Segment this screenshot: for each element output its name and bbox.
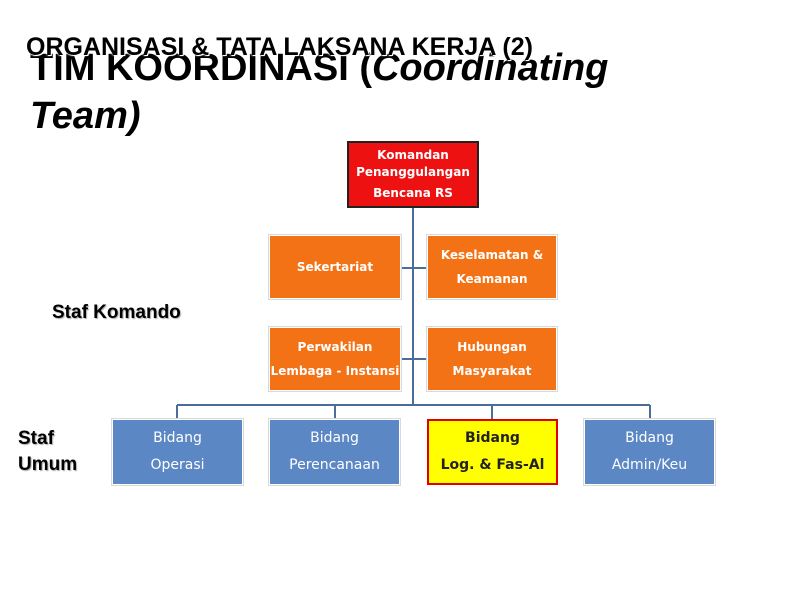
title-part-1: TIM KOORDINASI ( (30, 47, 372, 89)
node-text: Lembaga - Instansi (270, 364, 400, 378)
slide-supertitle: ORGANISASI & TATA LAKSANA KERJA (2) (26, 33, 533, 61)
node-text: Bidang (625, 430, 674, 446)
node-text: Bencana RS (373, 186, 453, 200)
node-bidang-perencanaan: Bidang Perencanaan (270, 420, 399, 484)
label-staf-komando: Staf Komando (52, 302, 181, 323)
node-text: Masyarakat (452, 364, 532, 378)
node-text: Bidang (153, 430, 202, 446)
node-text: Keselamatan & (440, 248, 544, 262)
node-text: Komandan (377, 148, 449, 162)
node-bidang-logistik: Bidang Log. & Fas-Al (427, 419, 558, 485)
node-komandan: Komandan Penanggulangan Bencana RS (347, 141, 479, 208)
title-part-english: Coordinating (371, 47, 609, 89)
node-text: Sekertariat (296, 260, 374, 274)
node-text: Bidang (310, 430, 359, 446)
node-text: Bidang (465, 430, 520, 446)
node-bidang-operasi: Bidang Operasi (113, 420, 242, 484)
node-perwakilan-lembaga: Perwakilan Lembaga - Instansi (270, 328, 400, 390)
node-text: Admin/Keu (611, 457, 688, 473)
slide-title: TIM KOORDINASI (Coordinating Team) (30, 44, 730, 140)
node-text: Keamanan (456, 272, 528, 286)
node-text: Perencanaan (289, 457, 380, 473)
node-sekertariat: Sekertariat (270, 236, 400, 298)
node-bidang-admin-keu: Bidang Admin/Keu (585, 420, 714, 484)
node-text: Hubungan (457, 340, 527, 354)
node-hubungan-masyarakat: Hubungan Masyarakat (428, 328, 556, 390)
node-text: Perwakilan (297, 340, 373, 354)
label-staf-umum-line2: Umum (18, 454, 78, 475)
node-text: Operasi (150, 457, 205, 473)
node-text: Penanggulangan (356, 165, 470, 179)
label-staf-umum-line1: Staf (18, 428, 54, 449)
node-keselamatan-keamanan: Keselamatan & Keamanan (428, 236, 556, 298)
title-part-2: Team) (30, 95, 141, 137)
label-staf-umum: Staf Umum (18, 426, 77, 478)
node-text: Log. & Fas-Al (440, 457, 545, 473)
